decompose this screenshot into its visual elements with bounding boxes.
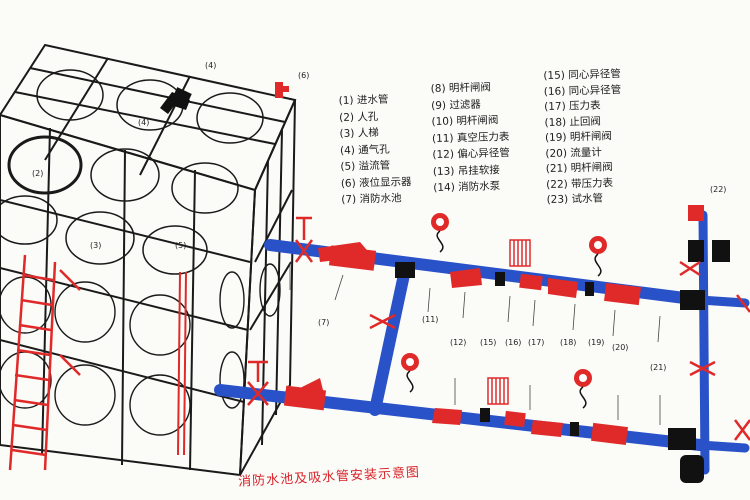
legend-item: (8) 明杆闸阀 [430,81,492,96]
callout-vent: (4) [138,118,149,127]
callout-4: (4) [205,61,216,70]
legend-column-2: (8) 明杆闸阀 (9) 过滤器 (10) 明杆闸阀 (11) 真空压力表 (1… [431,79,511,196]
callout-17: (17) [528,338,544,347]
callout-21: (21) [650,363,666,372]
legend-item: (3) 人梯 [339,126,379,140]
connecting-pipe [369,264,411,416]
lower-fitting [283,385,327,411]
legend-item: (4) 通气孔 [339,143,390,157]
legend-item: (11) 真空压力表 [431,130,510,145]
callout-labels: (4) (6) (4) (2) (3) (5) (7) (11) (12) (1… [32,61,726,372]
callout-20: (20) [612,343,628,352]
upper-fitting [328,245,377,271]
ladder-inner [177,271,187,456]
callout-22: (22) [710,185,726,194]
pipe-junctions [395,240,730,483]
legend-item: (15) 同心异径管 [543,68,621,83]
flexible-joints [487,239,531,405]
legend-item: (13) 吊挂软接 [432,163,500,178]
legend-item: (7) 消防水池 [341,192,402,206]
eccentric-reducer-upper [450,268,482,288]
legend-item: (2) 人孔 [338,110,379,124]
callout-5: (5) [175,241,186,250]
tank-front-circles [0,263,281,436]
level-indicator-icon [275,82,289,98]
legend-column-3: (15) 同心异径管 (16) 同心异径管 (17) 压力表 (18) 止回阀 … [543,67,624,208]
legend-item: (21) 明杆闸阀 [545,161,613,176]
water-tank [0,43,297,477]
legend-item: (10) 明杆闸阀 [431,114,499,129]
legend-item: (23) 试水管 [546,192,604,206]
legend-item: (9) 过滤器 [430,98,482,112]
ladder-left [8,254,81,471]
legend-item: (6) 液位显示器 [340,175,412,190]
callout-11: (11) [422,315,438,324]
leader-arrows [289,262,661,425]
legend-item: (19) 明杆闸阀 [544,130,613,145]
legend-item: (16) 同心异径管 [543,83,622,98]
vent-pipe-icon [160,87,192,114]
callout-12: (12) [450,338,466,347]
callout-3: (3) [90,241,101,250]
legend-item: (14) 消防水泵 [433,180,501,194]
callout-19: (19) [588,338,604,347]
legend-item: (22) 带压力表 [546,176,614,191]
legend-column-1: (1) 进水管 (2) 人孔 (3) 人梯 (4) 通气孔 (5) 溢流管 (6… [339,91,413,208]
legend-item: (12) 偏心异径管 [432,146,510,162]
legend-item: (5) 溢流管 [340,159,391,173]
pipe-fittings [283,205,704,446]
eccentric-reducer-lower [432,408,462,425]
callout-6: (6) [298,71,309,80]
callout-15: (15) [480,338,496,347]
callout-18: (18) [560,338,576,347]
gate-valves [247,216,750,441]
manhole-circle [7,135,83,195]
legend-item: (1) 进水管 [338,93,389,107]
callout-2: (2) [32,169,43,178]
lower-pump-body [591,422,628,446]
callout-7: (7) [318,318,329,327]
callout-16: (16) [505,338,521,347]
pressure-gauges [401,213,607,409]
upper-pump-body [604,282,641,306]
